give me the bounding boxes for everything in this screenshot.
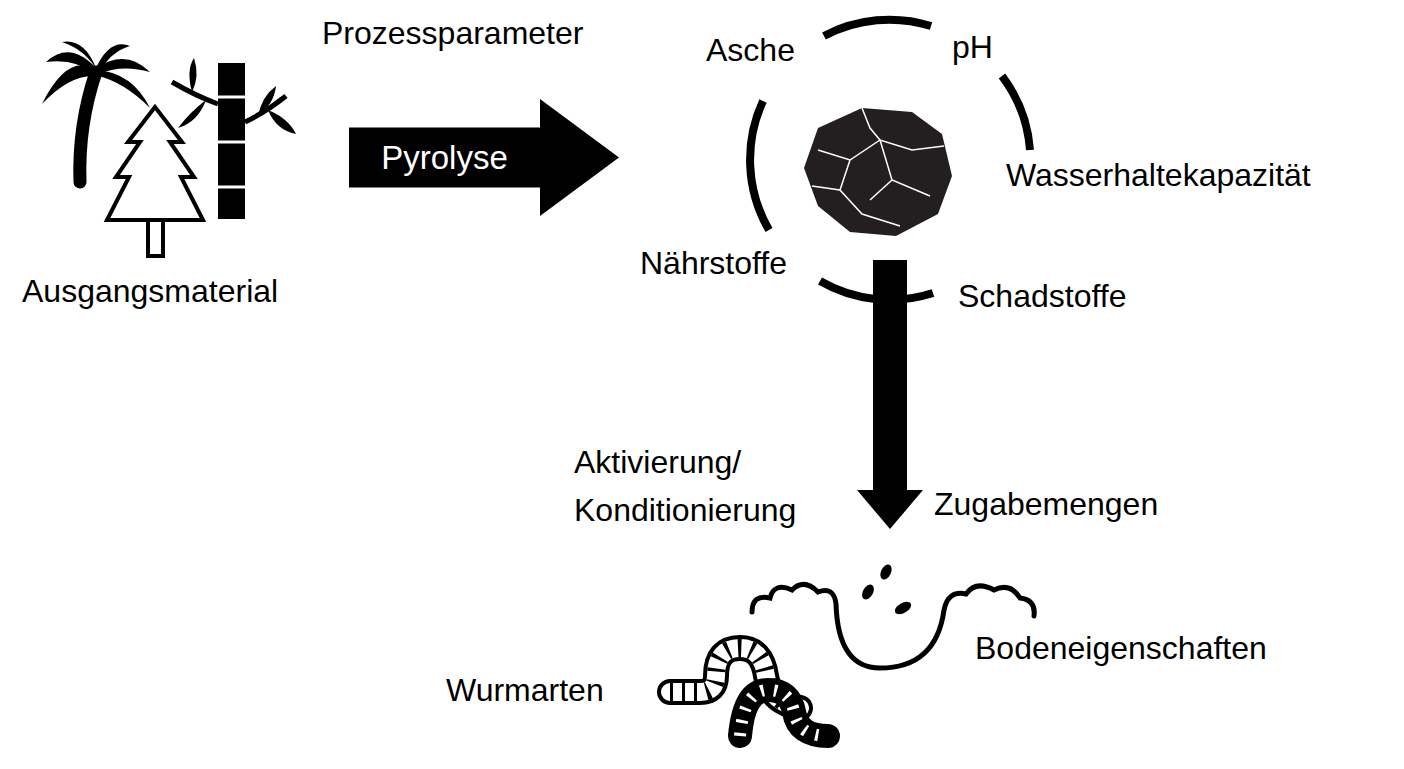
soil-label: Bodeneigenschaften — [975, 629, 1267, 667]
arrow-label: Pyrolyse — [349, 138, 540, 178]
property-label: Wasserhaltekapazität — [1006, 156, 1311, 194]
property-label: Schadstoffe — [958, 277, 1126, 315]
process-arrow: Pyrolyse — [349, 99, 619, 216]
property-label: Asche — [706, 31, 795, 69]
biochar-piece — [804, 108, 952, 236]
worm-symbols — [670, 648, 828, 736]
property-label: pH — [952, 28, 993, 66]
material-label: Ausgangsmaterial — [22, 272, 278, 310]
process-label: Zugabemengen — [934, 485, 1158, 523]
arrow-body — [349, 99, 619, 216]
down-arrow — [857, 260, 923, 529]
worm-label: Wurmarten — [446, 671, 604, 709]
process-label: Aktivierung/ Konditionierung — [574, 438, 859, 534]
pine-tree — [107, 107, 203, 256]
parameter-heading: Prozessparameter — [322, 14, 583, 52]
property-label: Nährstoffe — [640, 244, 787, 282]
